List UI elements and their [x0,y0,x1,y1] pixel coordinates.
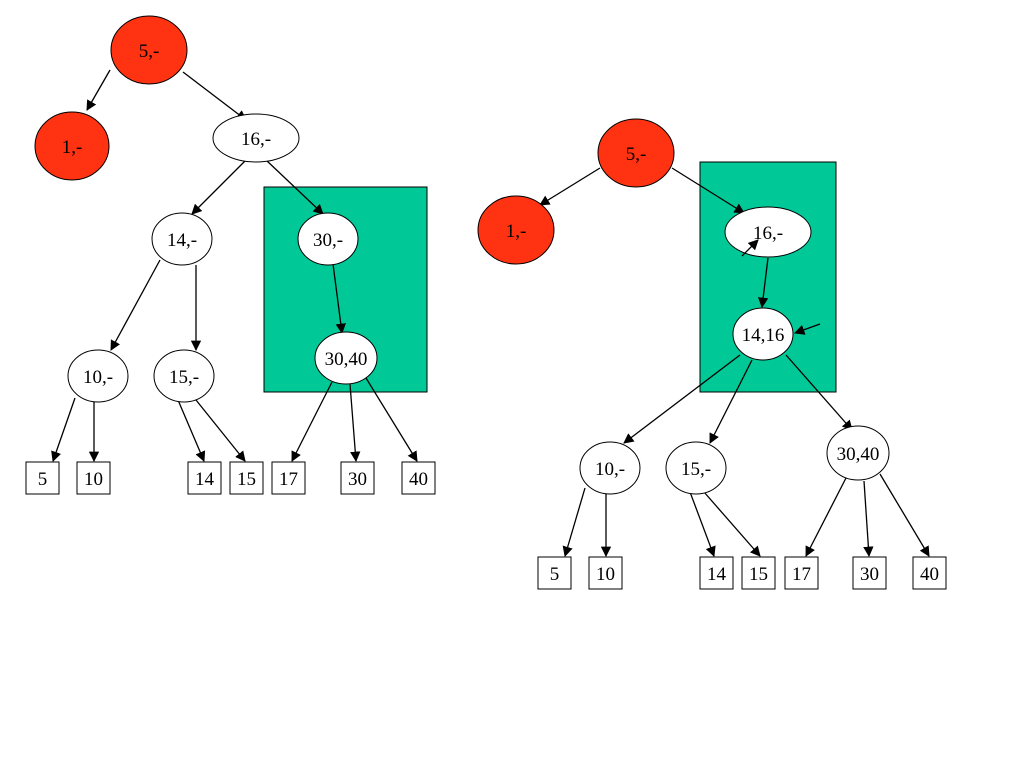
edge-r15-rl14 [689,491,716,557]
right-leaf-5-label: 5 [550,564,560,585]
edge-r5-r16 [671,167,745,214]
edge-15-l15 [195,399,246,462]
edge-30-3040 [332,263,346,335]
right-leaf-5: 5 [537,556,572,590]
left-node-16-label: 16,- [241,129,271,150]
right-leaf-14: 14 [699,556,734,590]
left-tree: 5,- 1,- 16,- 14,- 30,- 10,- 15,- 30,40 [25,15,436,495]
left-leaf-15: 15 [229,461,264,495]
left-node-3040-label: 30,40 [325,349,368,370]
left-leaf-14: 14 [187,461,222,495]
right-node-3040-label: 30,40 [837,444,880,465]
right-node-1416-label: 14,16 [742,325,785,346]
left-node-14-label: 14,- [167,230,197,251]
edge-5-1 [86,69,111,111]
right-leaf-15: 15 [741,556,776,590]
right-leaf-17-label: 17 [792,564,811,585]
left-leaf-5-label: 5 [38,469,48,490]
left-node-1: 1,- [34,111,110,181]
edge-r3040-rl17 [805,477,847,557]
left-leaf-14-label: 14 [195,469,215,490]
right-node-10-label: 10,- [595,459,625,480]
left-leaf-40-label: 40 [409,469,428,490]
right-node-15-label: 15,- [681,459,711,480]
left-node-30-label: 30,- [313,230,343,251]
edge-r16-r1416 [757,257,769,309]
left-node-1-label: 1,- [62,137,83,158]
left-node-5-label: 5,- [139,41,160,62]
edge-5-16 [182,71,247,121]
edge-15-l14 [177,399,206,462]
right-node-1: 1,- [477,195,555,265]
left-leaf-10-label: 10 [84,469,103,490]
right-leaf-30-label: 30 [860,564,879,585]
right-leaf-40-label: 40 [920,564,939,585]
left-leaf-17: 17 [271,461,306,495]
left-node-10-label: 10,- [83,367,113,388]
right-leaf-40: 40 [912,556,947,590]
left-node-5: 5,- [110,15,188,85]
edge-r15-rl15 [703,491,761,557]
edge-3040-l40 [365,377,418,462]
left-leaf-30-label: 30 [348,469,367,490]
right-tree: 5,- 1,- 16,- 14,16 10,- 15,- 30,40 [477,118,947,590]
right-node-5: 5,- [597,118,675,188]
left-leaf-10: 10 [76,461,111,495]
edge-16-30 [265,159,324,215]
edge-14-10 [110,259,161,351]
left-leaf-5: 5 [25,461,60,495]
edge-r5-r1 [539,167,601,206]
edge-r3040-rl30 [863,480,874,558]
edge-r3040-rl40 [879,473,930,557]
edge-r1416-r15 [709,359,753,444]
left-node-14: 14,- [151,212,213,266]
left-node-10: 10,- [67,349,129,403]
right-node-15: 15,- [665,441,727,495]
left-node-15-label: 15,- [169,367,199,388]
annotation-arrow-16 [741,239,759,257]
left-leaf-30: 30 [340,461,375,495]
edge-3040-l17 [291,381,333,462]
edge-3040-l30 [349,383,361,463]
right-node-16-label: 16,- [753,223,783,244]
right-node-10: 10,- [579,441,641,495]
right-leaf-10: 10 [588,556,623,590]
right-node-3040: 30,40 [826,425,890,481]
left-leaf-15-label: 15 [237,469,256,490]
annotation-arrow-1416 [794,323,821,335]
right-leaf-10-label: 10 [596,564,615,585]
edge-r10-rl5 [562,487,586,557]
right-annotation-arrows [741,239,821,335]
right-node-1416: 14,16 [732,307,794,361]
left-leaf-17-label: 17 [279,469,298,490]
edge-10-l5 [51,397,76,462]
right-leaf-17: 17 [784,556,819,590]
left-node-16: 16,- [212,113,300,163]
right-node-5-label: 5,- [626,144,647,165]
left-node-30: 30,- [297,212,359,266]
right-leaf-14-label: 14 [707,564,727,585]
right-leaf-30: 30 [852,556,887,590]
right-node-1-label: 1,- [506,221,527,242]
left-node-15: 15,- [153,349,215,403]
edge-16-14 [191,159,247,215]
left-edges [51,69,418,463]
right-node-16: 16,- [724,206,812,258]
right-edges [539,167,930,558]
edge-r1416-r3040 [785,354,853,431]
left-leaf-40: 40 [401,461,436,495]
edge-r1416-r10 [623,354,741,444]
left-node-3040: 30,40 [314,331,378,385]
right-leaf-15-label: 15 [749,564,768,585]
